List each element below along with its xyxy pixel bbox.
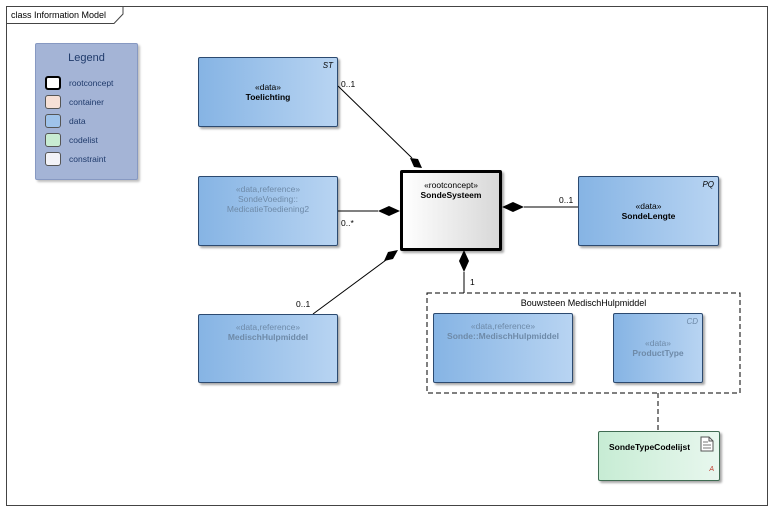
class-name: Toelichting [245, 92, 291, 102]
multiplicity-sondevoeding: 0..* [341, 218, 354, 228]
class-sondevoeding-medicatietoediening[interactable]: «data,reference» SondeVoeding:: Medicati… [198, 176, 338, 246]
class-name: ProductType [632, 348, 684, 358]
class-medischhulpmiddel[interactable]: «data,reference» MedischHulpmiddel [198, 314, 338, 383]
class-name-line1: SondeVoeding:: [237, 194, 299, 204]
legend-label: codelist [69, 135, 98, 145]
class-tag: ST [322, 61, 333, 70]
association-toelichting [337, 85, 413, 159]
class-stereotype: «data,reference» [470, 321, 536, 331]
class-name: SondeSysteem [420, 190, 482, 200]
legend-swatch-constraint [45, 152, 61, 166]
composition-diamond-sondevoeding [378, 206, 400, 216]
legend: Legend rootconcept container data codeli… [35, 43, 138, 180]
group-label: Bouwsteen MedischHulpmiddel [520, 298, 647, 308]
legend-title: Legend [68, 52, 105, 64]
association-medischhulpmiddel [312, 259, 387, 315]
diagram-frame [6, 6, 768, 506]
codelist-document-icon [700, 436, 714, 452]
class-name: SondeLengte [621, 211, 676, 221]
composition-diamond-medischhulpmiddel [384, 250, 398, 261]
class-sondesysteem[interactable]: «rootconcept» SondeSysteem [400, 170, 502, 251]
composition-diamond-bouwsteen [459, 250, 469, 272]
class-stereotype: «data,reference» [235, 322, 301, 332]
class-tag: PQ [702, 180, 714, 189]
class-producttype[interactable]: CD «data» ProductType [613, 313, 703, 383]
class-sonde-medischhulpmiddel[interactable]: «data,reference» Sonde::MedischHulpmidde… [433, 313, 573, 383]
multiplicity-bouwsteen: 1 [470, 277, 475, 287]
legend-swatch-data [45, 114, 61, 128]
class-sondelengte[interactable]: PQ «data» SondeLengte [578, 176, 719, 246]
class-name: Sonde::MedischHulpmiddel [447, 331, 559, 341]
class-stereotype: «data» [645, 338, 671, 348]
legend-label: constraint [69, 154, 106, 164]
group-frame-bouwsteen [426, 292, 741, 394]
multiplicity-toelichting: 0..1 [341, 79, 356, 89]
class-toelichting[interactable]: ST «data» Toelichting [198, 57, 338, 127]
class-stereotype: «rootconcept» [424, 180, 478, 190]
legend-swatch-container [45, 95, 61, 109]
class-name-line2: MedicatieToediening2 [226, 204, 310, 214]
legend-swatch-rootconcept [45, 76, 61, 90]
multiplicity-sondelengte: 0..1 [559, 195, 574, 205]
legend-label: data [69, 116, 86, 126]
class-sondetypecodelijst[interactable]: SondeTypeCodelijst A [598, 431, 720, 481]
legend-swatch-codelist [45, 133, 61, 147]
class-tag: CD [686, 317, 698, 326]
diagram-title: class Information Model [11, 10, 107, 20]
class-name: MedischHulpmiddel [227, 332, 309, 342]
class-name: SondeTypeCodelijst [609, 442, 691, 452]
composition-diamond-sondelengte [502, 202, 524, 212]
legend-label: rootconcept [69, 78, 114, 88]
class-stereotype: «data» [255, 82, 281, 92]
class-tag: A [709, 466, 714, 473]
composition-diamond-toelichting [410, 158, 422, 168]
class-stereotype: «data» [635, 201, 662, 211]
legend-label: container [69, 97, 104, 107]
multiplicity-medischhulpmiddel: 0..1 [296, 299, 311, 309]
class-stereotype: «data,reference» [235, 184, 301, 194]
diagram-tab [6, 6, 124, 24]
